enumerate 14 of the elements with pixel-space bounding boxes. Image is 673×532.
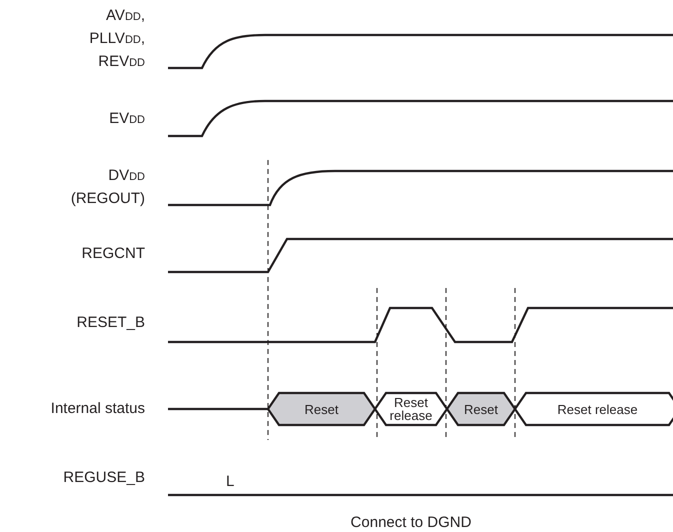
signal-name: REGUSE_B (62, 468, 145, 488)
status-segment (268, 392, 375, 426)
status-text: Reset (464, 402, 498, 416)
note-text: Connect to DGND (350, 513, 472, 532)
signal-name: RESET_B (76, 313, 145, 333)
signal-name: Internal status (50, 399, 145, 419)
status-segment (515, 392, 673, 426)
status-text: Reset release (557, 402, 638, 416)
status-text: Reset release (388, 396, 434, 422)
level-label: L (226, 472, 236, 492)
status-segment (447, 392, 515, 426)
status-segment (375, 392, 447, 426)
signal-name: REGCNT (80, 244, 145, 264)
status-text: Reset (304, 402, 338, 416)
